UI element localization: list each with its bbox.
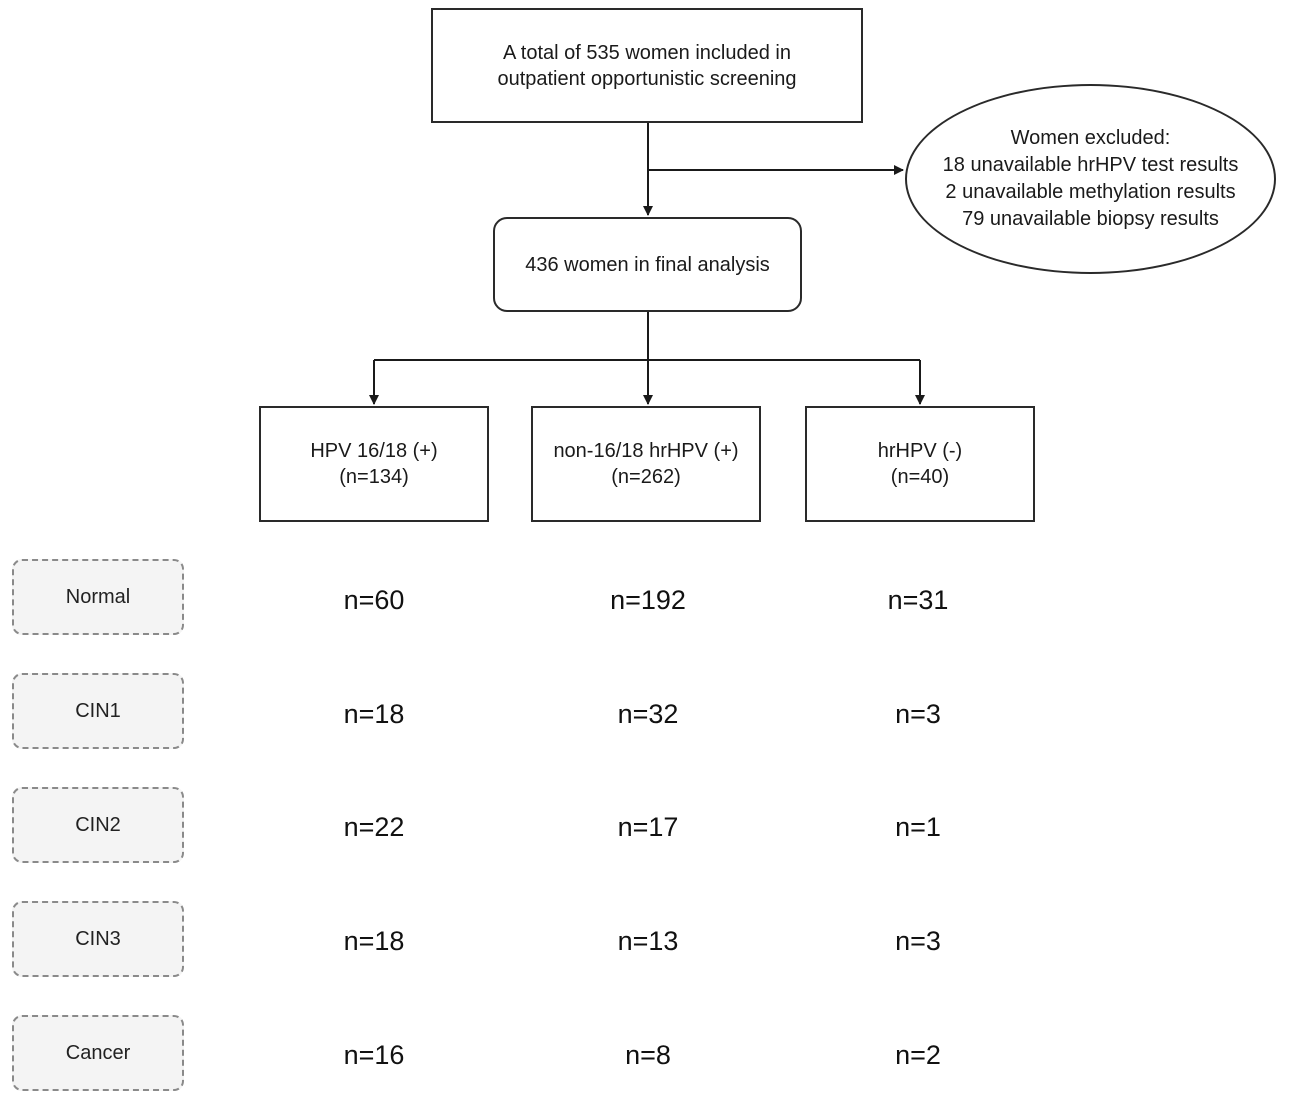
count-cancer-negative: n=2	[895, 1040, 941, 1070]
category-normal: Normal	[12, 559, 184, 635]
count-cin1-hpv1618: n=18	[343, 699, 405, 729]
excluded-methylation: 2 unavailable methylation results	[945, 181, 1236, 203]
count-normal-non1618: n=192	[610, 585, 686, 615]
count-normal-negative: n=31	[887, 585, 949, 615]
count-cin1-non1618: n=32	[617, 699, 679, 729]
count-cancer-hpv1618: n=16	[343, 1040, 405, 1070]
group-label: non-16/18 hrHPV (+)	[553, 440, 739, 462]
excluded-hrhpv: 18 unavailable hrHPV test results	[942, 154, 1239, 176]
excluded-ellipse: Women excluded: 18 unavailable hrHPV tes…	[905, 84, 1276, 274]
count-cin3-non1618: n=13	[617, 926, 679, 956]
group-box-hrhpv-negative: hrHPV (-) (n=40)	[805, 406, 1035, 522]
category-cin3: CIN3	[12, 901, 184, 977]
final-analysis-box: 436 women in final analysis	[493, 217, 802, 312]
group-label: hrHPV (-)	[877, 440, 963, 462]
total-line-2: outpatient opportunistic screening	[497, 67, 797, 90]
count-cin2-negative: n=1	[895, 812, 941, 842]
count-cancer-non1618: n=8	[625, 1040, 671, 1070]
count-cin2-non1618: n=17	[617, 812, 679, 842]
count-normal-hpv1618: n=60	[343, 585, 405, 615]
group-box-hpv1618: HPV 16/18 (+) (n=134)	[259, 406, 489, 522]
group-count: (n=262)	[611, 466, 681, 488]
group-count: (n=134)	[339, 466, 409, 488]
count-cin1-negative: n=3	[895, 699, 941, 729]
count-cin3-negative: n=3	[895, 926, 941, 956]
group-count: (n=40)	[890, 466, 950, 488]
count-cin3-hpv1618: n=18	[343, 926, 405, 956]
group-label: HPV 16/18 (+)	[310, 440, 438, 462]
category-cin2: CIN2	[12, 787, 184, 863]
group-box-non1618: non-16/18 hrHPV (+) (n=262)	[531, 406, 761, 522]
count-cin2-hpv1618: n=22	[343, 812, 405, 842]
category-cin1: CIN1	[12, 673, 184, 749]
total-line-1: A total of 535 women included in	[503, 41, 791, 64]
excluded-biopsy: 79 unavailable biopsy results	[962, 208, 1219, 230]
final-analysis-label: 436 women in final analysis	[525, 253, 770, 276]
excluded-heading: Women excluded:	[1010, 127, 1171, 149]
total-women-box: A total of 535 women included in outpati…	[431, 8, 863, 123]
category-cancer: Cancer	[12, 1015, 184, 1091]
